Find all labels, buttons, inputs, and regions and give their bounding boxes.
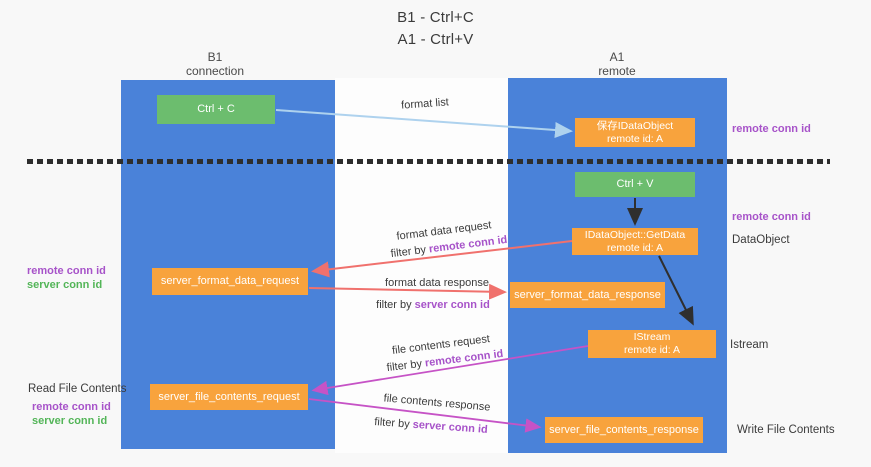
right-column-role: remote <box>598 64 636 78</box>
filter-by-text: filter by <box>376 299 412 311</box>
istream-node: IStream remote id: A <box>588 330 716 358</box>
diagram-title: B1 - Ctrl+C A1 - Ctrl+V <box>0 7 871 51</box>
title-line-2: A1 - Ctrl+V <box>397 31 474 48</box>
save-idataobject-line2: remote id: A <box>606 132 664 145</box>
istream-annotation: Istream <box>730 339 769 351</box>
read-file-contents-annotation: Read File Contents <box>28 383 127 395</box>
server-format-data-response-label: server_format_data_response <box>514 288 661 301</box>
istream-line1: IStream <box>633 331 671 343</box>
filter-by-text: filter by <box>373 416 411 431</box>
ctrl-c-node: Ctrl + C <box>157 95 275 124</box>
server-conn-id-annotation-left: server conn id <box>27 279 103 291</box>
write-file-contents-annotation: Write File Contents <box>737 424 835 436</box>
server-format-data-response-node: server_format_data_response <box>510 282 665 308</box>
left-column-role: connection <box>185 64 245 78</box>
ctrl-c-label: Ctrl + C <box>197 103 235 115</box>
ctrl-v-node: Ctrl + V <box>575 172 695 197</box>
server-conn-id-text: server conn id <box>414 299 490 311</box>
save-idataobject-node: 保存IDataObject remote id: A <box>575 118 695 147</box>
server-conn-id-annotation-bottom-left: server conn id <box>32 415 108 427</box>
idataobject-getdata-node: IDataObject::GetData remote id: A <box>572 228 698 255</box>
server-file-contents-response-node: server_file_contents_response <box>545 417 703 443</box>
save-idataobject-line1: 保存IDataObject <box>596 119 674 132</box>
server-file-contents-request-label: server_file_contents_request <box>158 390 300 403</box>
left-column-header: B1 connection <box>155 50 275 78</box>
getdata-line1: IDataObject::GetData <box>584 228 686 241</box>
server-file-contents-request-node: server_file_contents_request <box>150 384 308 410</box>
remote-conn-id-annotation-top: remote conn id <box>732 123 811 135</box>
server-format-data-request-label: server_format_data_request <box>160 275 300 287</box>
server-format-data-request-node: server_format_data_request <box>152 268 308 295</box>
server-file-contents-response-label: server_file_contents_response <box>549 423 699 436</box>
left-column-name: B1 <box>207 50 223 64</box>
title-line-1: B1 - Ctrl+C <box>397 9 474 26</box>
istream-line2: remote id: A <box>623 344 681 356</box>
getdata-line2: remote id: A <box>606 241 664 254</box>
phase-separator-dashed-line <box>27 159 830 164</box>
right-column-name: A1 <box>609 50 625 64</box>
remote-conn-id-annotation-bottom-left: remote conn id <box>32 401 111 413</box>
format-data-response-edge-label: format data response <box>385 277 489 289</box>
ctrl-v-label: Ctrl + V <box>616 178 654 190</box>
dataobject-annotation: DataObject <box>732 234 790 246</box>
remote-conn-id-annotation-left: remote conn id <box>27 265 106 277</box>
remote-conn-id-annotation-mid: remote conn id <box>732 211 811 223</box>
right-column-header: A1 remote <box>557 50 677 78</box>
